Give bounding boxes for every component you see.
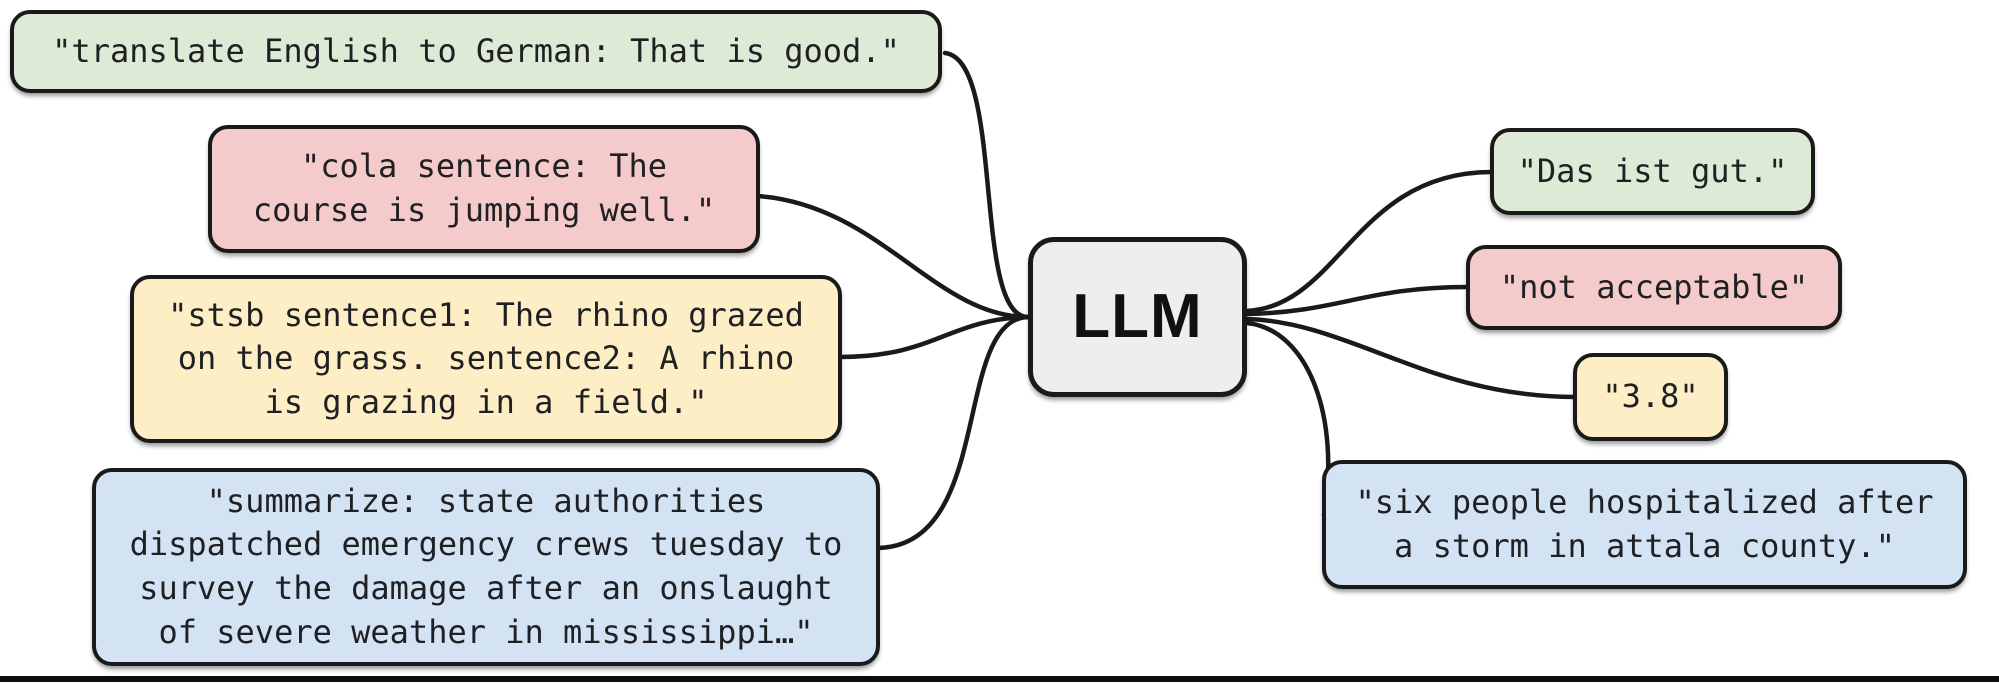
output-text-translate: "Das ist gut." xyxy=(1517,151,1788,190)
output-text-summarize: "six people hospitalized after a storm i… xyxy=(1355,482,1934,565)
output-box-translate: "Das ist gut." xyxy=(1490,128,1815,215)
output-box-cola: "not acceptable" xyxy=(1466,245,1842,330)
bottom-border-line xyxy=(0,676,1999,682)
connector-input-cola xyxy=(755,193,1031,320)
output-box-stsb: "3.8" xyxy=(1573,353,1728,441)
connector-output-stsb xyxy=(1244,316,1578,400)
output-text-cola: "not acceptable" xyxy=(1499,267,1809,306)
input-box-translate: "translate English to German: That is go… xyxy=(10,10,942,93)
input-box-cola: "cola sentence: The course is jumping we… xyxy=(208,125,760,253)
input-text-translate: "translate English to German: That is go… xyxy=(52,31,900,70)
connector-input-translate xyxy=(942,50,1031,320)
output-text-stsb: "3.8" xyxy=(1602,377,1699,416)
input-box-summarize: "summarize: state authorities dispatched… xyxy=(92,468,880,666)
connector-output-cola xyxy=(1244,284,1471,317)
llm-model-label: LLM xyxy=(1072,281,1203,351)
connector-output-translate xyxy=(1244,169,1495,314)
llm-model-box: LLM xyxy=(1028,237,1247,397)
input-text-stsb: "stsb sentence1: The rhino grazed on the… xyxy=(168,295,804,421)
input-text-summarize: "summarize: state authorities dispatched… xyxy=(129,481,843,651)
connector-output-summarize xyxy=(1244,320,1331,518)
connector-input-stsb xyxy=(837,314,1031,360)
input-box-stsb: "stsb sentence1: The rhino grazed on the… xyxy=(130,275,842,443)
connector-input-summarize xyxy=(875,314,1031,551)
output-box-summarize: "six people hospitalized after a storm i… xyxy=(1322,460,1967,589)
input-text-cola: "cola sentence: The course is jumping we… xyxy=(252,147,716,229)
